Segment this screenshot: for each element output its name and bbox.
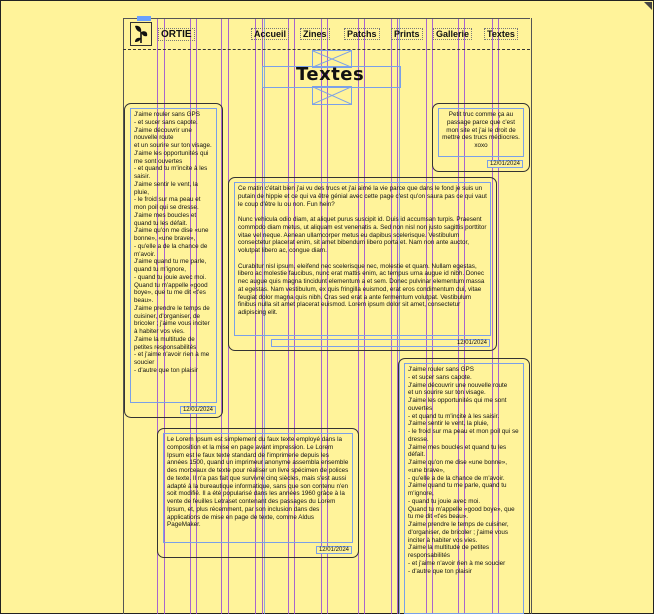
nav-link-textes[interactable]: Textes <box>484 28 518 40</box>
grid-guide <box>157 18 158 614</box>
grid-guide <box>255 18 256 614</box>
grid-guide <box>264 18 265 614</box>
grid-guide <box>262 18 263 614</box>
placeholder-cross-icon <box>313 51 351 67</box>
nettle-logo-icon <box>135 25 148 43</box>
card-text: J'aime rouler sans GPS - et sucer sans c… <box>134 111 212 374</box>
grid-guide <box>190 18 191 614</box>
grid-guide <box>288 18 289 614</box>
card-text-frame: J'aime rouler sans GPS - et sucer sans c… <box>130 108 217 403</box>
title-frame <box>262 66 401 88</box>
grid-guide <box>458 18 459 614</box>
text-card-left: J'aime rouler sans GPS - et sucer sans c… <box>124 103 223 418</box>
card-text: Ce matin c'était bien j'ai vu des trucs … <box>238 185 487 316</box>
grid-guide <box>391 18 392 614</box>
grid-guide <box>397 18 398 614</box>
text-card-center: Ce matin c'était bien j'ai vu des trucs … <box>228 177 497 351</box>
image-placeholder <box>312 50 352 68</box>
card-text: Petit truc comme ça au passage parce que… <box>442 111 520 149</box>
grid-guide <box>464 18 465 614</box>
text-card-bottom-left: Le Lorem Ipsum est simplement du faux te… <box>157 428 359 558</box>
grid-guide <box>399 18 400 614</box>
grid-guide <box>358 18 359 614</box>
grid-guide <box>426 18 427 614</box>
grid-guide <box>164 18 165 614</box>
card-date: 12/01/2024 <box>271 339 490 347</box>
card-text-frame: Ce matin c'était bien j'ai vu des trucs … <box>234 182 491 336</box>
grid-guide <box>294 18 295 614</box>
corner-marker <box>644 2 652 10</box>
card-text: Le Lorem Ipsum est simplement du faux te… <box>167 436 349 529</box>
grid-guide <box>432 18 433 614</box>
grid-guide <box>327 18 328 614</box>
card-date: 12/01/2024 <box>179 406 216 414</box>
grid-guide <box>196 18 197 614</box>
site-header: ORTIE Accueil Zines Patchs Prints Galler… <box>123 16 530 50</box>
nav-link-gallerie[interactable]: Gallerie <box>433 28 473 40</box>
grid-guide <box>498 18 499 614</box>
grid-guide <box>364 18 365 614</box>
page-boundary <box>123 18 532 614</box>
page-title: Textes <box>296 64 365 85</box>
text-card-right: J'aime rouler sans GPS - et sucer sans c… <box>398 358 530 614</box>
card-date: 12/01/2024 <box>486 160 523 168</box>
grid-guide <box>221 18 222 614</box>
grid-guide <box>321 18 322 614</box>
nav-link-zines[interactable]: Zines <box>300 28 330 40</box>
nav-link-prints[interactable]: Prints <box>391 28 423 40</box>
text-card-top-right: Petit truc comme ça au passage parce que… <box>432 103 530 172</box>
site-name[interactable]: ORTIE <box>158 28 195 41</box>
grid-guide <box>492 18 493 614</box>
card-date: 12/01/2024 <box>315 546 352 554</box>
logo[interactable] <box>130 22 152 46</box>
card-text-frame: Petit truc comme ça au passage parce que… <box>438 108 524 157</box>
image-placeholder <box>312 86 352 105</box>
card-text: J'aime rouler sans GPS - et sucer sans c… <box>408 366 519 575</box>
header-top-rule <box>123 18 530 19</box>
card-text-frame: J'aime rouler sans GPS - et sucer sans c… <box>404 363 524 614</box>
card-text-frame: Le Lorem Ipsum est simplement du faux te… <box>163 433 353 543</box>
nav-link-patchs[interactable]: Patchs <box>344 28 380 40</box>
logo-badge <box>137 16 151 21</box>
nav-link-accueil[interactable]: Accueil <box>251 28 290 40</box>
placeholder-cross-icon <box>313 87 351 104</box>
